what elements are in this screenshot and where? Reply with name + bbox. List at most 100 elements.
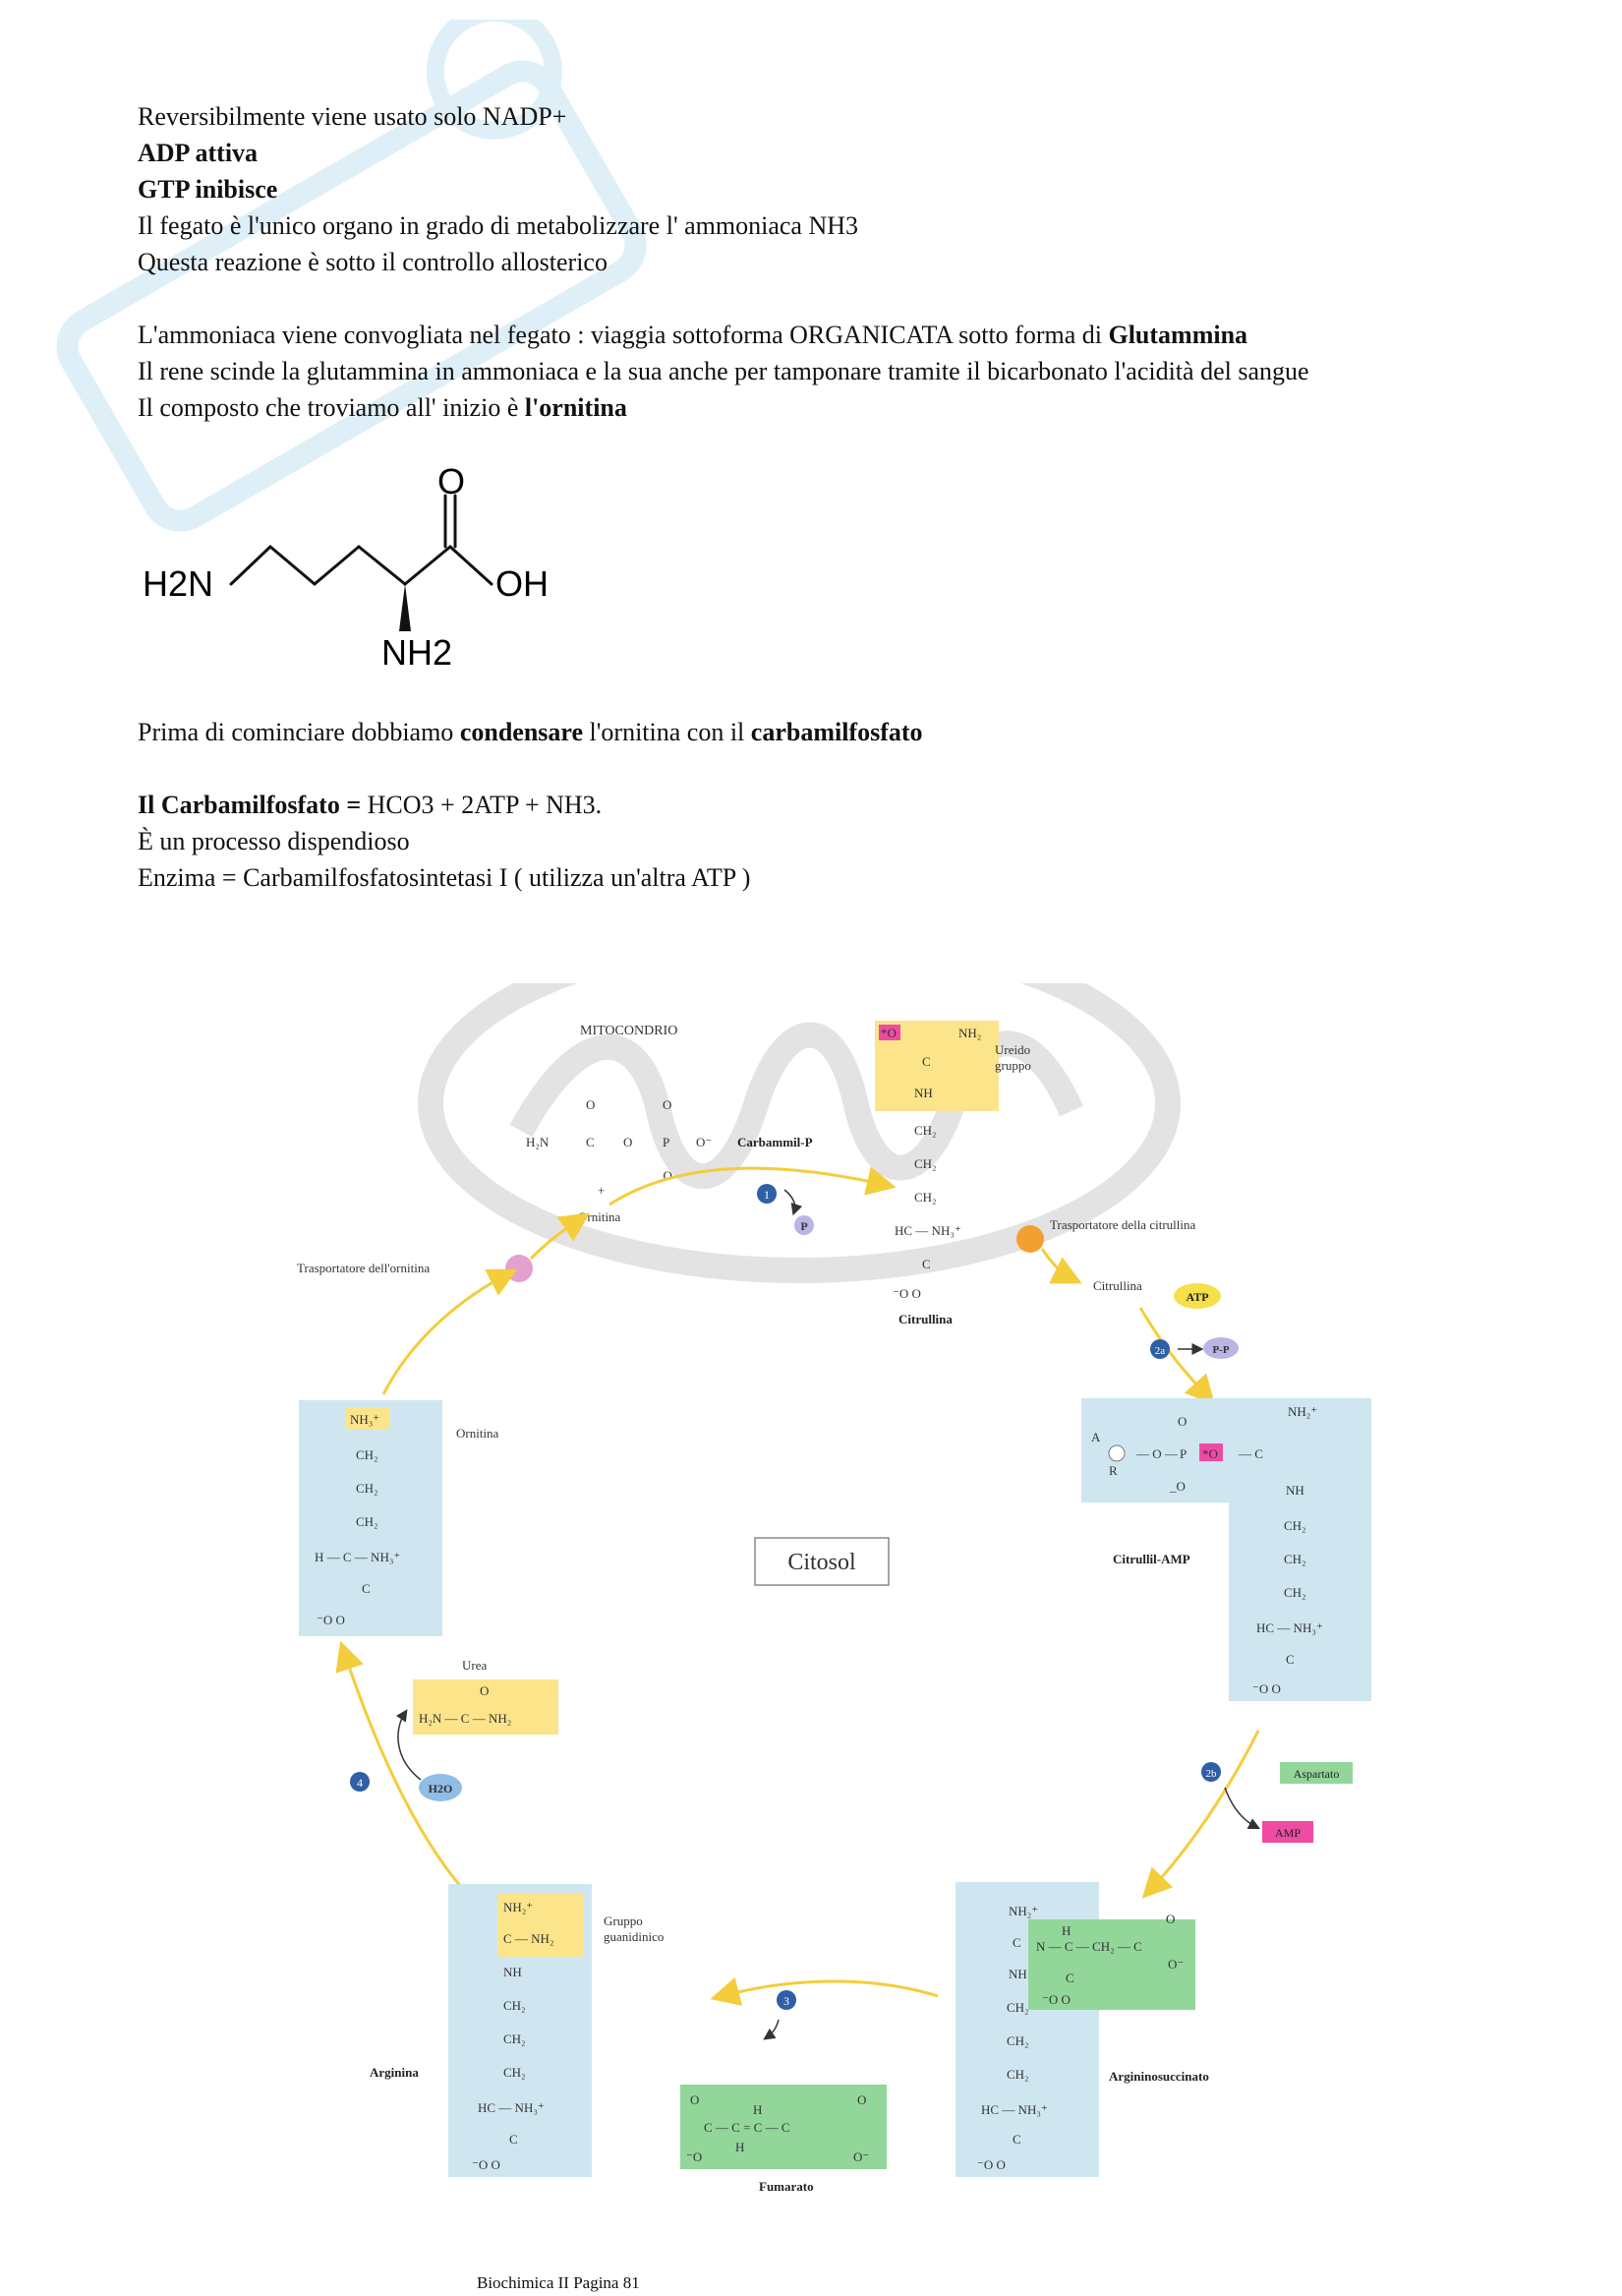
orn-o-o: ⁻O O: [317, 1613, 345, 1627]
ca-o-o: ⁻O O: [1252, 1681, 1281, 1696]
amp-arrow: [1224, 1787, 1261, 1830]
text-segment: L'ammoniaca viene convogliata nel fegato…: [138, 321, 1109, 349]
arg-nh: NH: [503, 1965, 522, 1979]
as-ch2-3: CH₂: [1007, 2067, 1029, 2082]
ca-nh: NH: [1286, 1483, 1304, 1498]
step-2a-label: 2a: [1155, 1345, 1166, 1357]
arg-ch2-1: CH₂: [503, 1998, 526, 2013]
step-2b-badge: [1201, 1762, 1221, 1782]
as-c3: C: [1013, 2132, 1021, 2147]
text-segment: Il composto che troviamo all' inizio è: [138, 393, 525, 422]
text-line: Questa reazione è sotto il controllo all…: [138, 244, 1534, 280]
mitocondrio-label: MITOCONDRIO: [580, 1024, 677, 1038]
text-line: Enzima = Carbamilfosfatosintetasi I ( ut…: [138, 859, 750, 896]
fum-o4: O⁻: [853, 2149, 869, 2164]
as-oo: ⁻O O: [1042, 1992, 1071, 2007]
orn-hc: H — C — NH₃⁺: [315, 1550, 400, 1564]
mol-amine-left: H2N: [143, 563, 213, 604]
aspartato-label: Aspartato: [1294, 1767, 1340, 1781]
as-hc: HC — NH₃⁺: [981, 2102, 1048, 2117]
magenta-o: [879, 1025, 900, 1040]
ornitina-to-mito-arrow: [529, 1212, 590, 1261]
ca-nh2plus: NH₂⁺: [1288, 1404, 1317, 1419]
gruppo-guan-label1: Gruppo: [604, 1913, 643, 1928]
blank-line: [138, 280, 1534, 317]
text-segment: Il rene scinde la glutammina in ammoniac…: [138, 357, 1309, 385]
as-nh2plus: NH₂⁺: [1009, 1904, 1038, 1918]
text-segment: l'ornitina con il: [583, 718, 751, 746]
ca-o-bot: _O: [1169, 1479, 1186, 1494]
text-line: Il composto che troviamo all' inizio è l…: [138, 389, 1534, 426]
ca-ch2-3: CH₂: [1284, 1585, 1306, 1600]
gruppo-guan-label2: guanidinico: [604, 1929, 664, 1944]
as-c2: C: [1066, 1971, 1074, 1985]
atp-label: ATP: [1186, 1290, 1208, 1304]
atp-badge: [1174, 1283, 1221, 1309]
fumarato-box: [680, 2085, 887, 2169]
step-2a-badge: [1150, 1339, 1170, 1359]
text-line: ADP attiva: [138, 135, 1534, 171]
ca-ch2-1: CH₂: [1284, 1518, 1306, 1533]
text-line: Reversibilmente viene usato solo NADP+: [138, 98, 1534, 135]
mol-oxygen: O: [437, 461, 465, 501]
ca-o-star: *O: [1202, 1446, 1218, 1461]
ca-o1: — O —: [1135, 1446, 1179, 1461]
orn-ch2-1: CH₂: [356, 1447, 378, 1462]
citr-o-o: ⁻O O: [893, 1286, 921, 1301]
as-n: N — C — CH₂ — C: [1036, 1939, 1142, 1954]
citr-o: *O: [881, 1026, 897, 1040]
citosol-label: Citosol: [787, 1550, 856, 1575]
gruppo-label: gruppo: [995, 1058, 1031, 1073]
cp-o-top1: O: [586, 1097, 595, 1112]
ornitina-box: [299, 1400, 442, 1636]
pi-badge: [794, 1215, 814, 1235]
text-segment: HCO3 + 2ATP + NH3.: [367, 791, 603, 819]
fumarate-arrow: [763, 2019, 780, 2040]
arginina-label: Arginina: [370, 2065, 419, 2080]
ornitina-transporter: [505, 1255, 533, 1282]
fumarato-label: Fumarato: [759, 2179, 814, 2194]
arg-ch2-3: CH₂: [503, 2065, 526, 2080]
arg-c2: C: [509, 2132, 518, 2147]
watermark-logo: [56, 20, 647, 532]
mol-amine-alpha: NH2: [381, 632, 452, 673]
guanidino-highlight: [497, 1894, 584, 1957]
text-segment: Il Carbamilfosfato =: [138, 791, 368, 819]
citr-ch2-3: CH₂: [914, 1190, 937, 1205]
step2a-arrow: [1138, 1307, 1216, 1405]
citr-c: C: [922, 1054, 931, 1069]
ppi-label: P-P: [1212, 1344, 1229, 1356]
fum-o1: O: [690, 2092, 699, 2107]
ca-c: — C: [1238, 1446, 1263, 1461]
citrullil-amp-box: [1081, 1398, 1371, 1701]
citr-ch2-2: CH₂: [914, 1156, 937, 1171]
citosol-box: [754, 1537, 890, 1586]
text-segment: Enzima = Carbamilfosfatosintetasi I ( ut…: [138, 863, 751, 892]
ornithine-structure: H2N OH O NH2: [143, 461, 549, 673]
cp-o: O: [623, 1135, 632, 1149]
text-line: L'ammoniaca viene convogliata nel fegato…: [138, 317, 1534, 353]
mol-hydroxyl: OH: [495, 563, 549, 604]
urea-cycle-diagram: MITOCONDRIO H₂N C O P O⁻ O O _O + Carbam…: [297, 983, 1371, 2194]
cp-ominus: O⁻: [696, 1135, 712, 1149]
text-line: Il rene scinde la glutammina in ammoniac…: [138, 353, 1534, 389]
as-o2: O⁻: [1168, 1957, 1184, 1972]
fum-chain: C — C = C — C: [704, 2120, 790, 2135]
text-line: Il fegato è l'unico organo in grado di m…: [138, 207, 1534, 244]
text-segment: Reversibilmente viene usato solo NADP+: [138, 102, 567, 131]
arg-c: C — NH₂: [503, 1931, 553, 1946]
arg-ch2-2: CH₂: [503, 2031, 526, 2046]
ca-p: P: [1180, 1446, 1187, 1461]
step-1-badge: [757, 1184, 777, 1204]
step-4-badge: [350, 1772, 370, 1792]
citrulline-export-arrow: [1040, 1248, 1082, 1284]
step-2b-label: 2b: [1206, 1768, 1218, 1780]
as-nh: NH: [1009, 1967, 1027, 1981]
citr-ch2-1: CH₂: [914, 1123, 937, 1138]
orn-ch2-2: CH₂: [356, 1481, 378, 1496]
step-1-label: 1: [764, 1188, 770, 1202]
trasp-citrullina-label: Trasportatore della citrullina: [1050, 1217, 1195, 1232]
citrullina-transporter: [1016, 1225, 1044, 1253]
as-ch2-2: CH₂: [1007, 2033, 1029, 2048]
step2b-arrow: [1141, 1730, 1260, 1899]
